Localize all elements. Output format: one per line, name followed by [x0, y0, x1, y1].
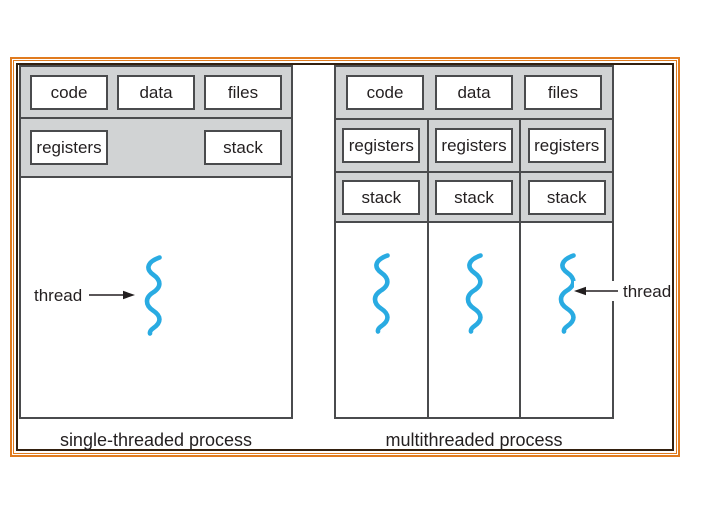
stack-box: stack [342, 179, 421, 215]
registers-box: registers [435, 128, 513, 163]
stack-cell: stack [521, 173, 613, 223]
registers-box: registers [342, 128, 421, 163]
thread-columns: registers stack registers stack [336, 120, 613, 417]
files-box: files [524, 75, 602, 110]
thread-squiggle-icon [558, 253, 576, 334]
code-box: code [346, 75, 424, 110]
arrow-right-icon [89, 289, 136, 301]
multithreaded-panel: code data files registers stack [334, 65, 614, 419]
data-box: data [117, 74, 195, 110]
stack-box: stack [435, 179, 513, 215]
multithreaded-caption: multithreaded process [385, 430, 563, 450]
resource-row: code data files [21, 67, 291, 119]
thread-annotation-right: thread [574, 281, 672, 301]
stack-cell: stack [428, 173, 520, 223]
thread-squiggle-icon [144, 255, 163, 336]
thread-area [428, 223, 520, 417]
stack-box: stack [204, 130, 282, 165]
arrow-left-icon [574, 285, 618, 297]
thread-area [336, 223, 427, 417]
thread-column-3: registers stack [521, 120, 613, 417]
state-row: registers stack [21, 119, 291, 178]
thread-column-2: registers stack [428, 120, 522, 417]
thread-squiggle-icon [465, 253, 483, 334]
outer-frame [16, 63, 674, 451]
code-box: code [30, 74, 108, 110]
thread-area [521, 223, 613, 417]
thread-label: thread [623, 281, 672, 301]
single-threaded-panel: code data files registers stack thread [19, 65, 293, 419]
registers-box: registers [527, 128, 606, 163]
resource-row: code data files [336, 67, 612, 120]
thread-squiggle-icon [373, 253, 391, 334]
registers-box: registers [30, 130, 108, 165]
stack-box: stack [527, 179, 606, 215]
single-threaded-caption: single-threaded process [59, 430, 253, 450]
registers-cell: registers [428, 120, 520, 173]
registers-cell: registers [521, 120, 613, 173]
thread-annotation-left: thread [34, 254, 164, 336]
files-box: files [204, 74, 282, 110]
thread-label: thread [34, 285, 83, 305]
stack-cell: stack [336, 173, 427, 223]
thread-column-1: registers stack [336, 120, 429, 417]
data-box: data [435, 75, 513, 110]
registers-cell: registers [336, 120, 427, 173]
